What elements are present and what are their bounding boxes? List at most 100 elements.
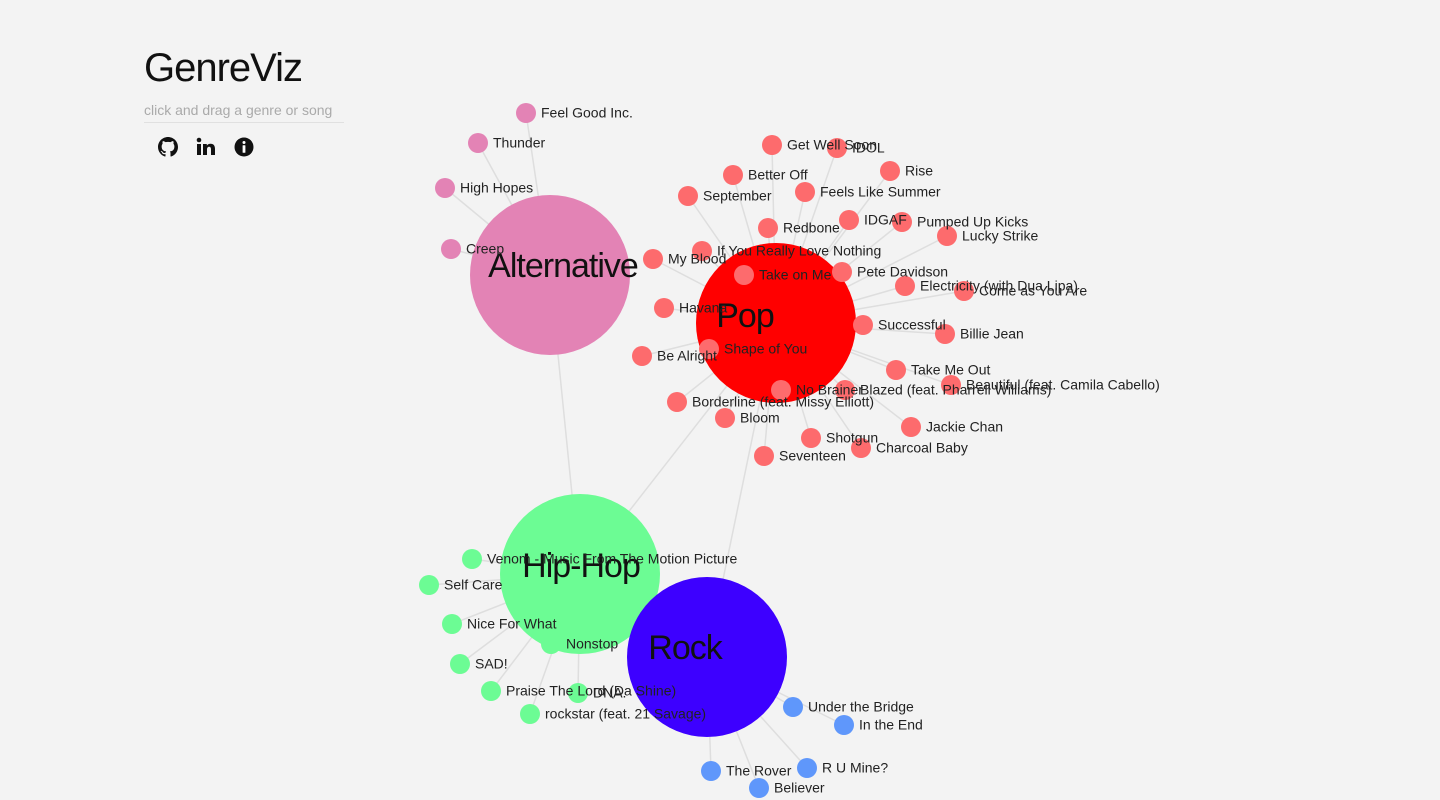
song-label-self-care: Self Care <box>444 577 503 593</box>
song-label-nonstop: Nonstop <box>566 636 618 652</box>
song-node-nice-for-what[interactable] <box>442 614 462 634</box>
song-label-idol: IDOL <box>852 140 885 156</box>
song-node-feel-good-inc[interactable] <box>516 103 536 123</box>
song-node-blazed-feat-pharrell-williams[interactable] <box>835 380 855 400</box>
genre-label-hip-hop: Hip-Hop <box>522 547 640 585</box>
song-node-electricity-with-dua-lipa[interactable] <box>895 276 915 296</box>
song-label-billie-jean: Billie Jean <box>960 326 1024 342</box>
song-label-rockstar-feat-21-savage: rockstar (feat. 21 Savage) <box>545 706 706 722</box>
song-node-jackie-chan[interactable] <box>901 417 921 437</box>
song-node-rise[interactable] <box>880 161 900 181</box>
song-node-shotgun[interactable] <box>801 428 821 448</box>
song-label-in-the-end: In the End <box>859 717 923 733</box>
song-label-dna: DNA. <box>593 685 626 701</box>
song-label-praise-the-lord-da-shine: Praise The Lord (Da Shine) <box>506 683 676 699</box>
song-node-lucky-strike[interactable] <box>937 226 957 246</box>
song-node-venom-music-from-the-motion-picture[interactable] <box>462 549 482 569</box>
song-node-if-you-really-love-nothing[interactable] <box>692 241 712 261</box>
genre-node-hip-hop[interactable] <box>500 494 660 654</box>
social-links <box>144 137 354 157</box>
song-label-september: September <box>703 188 772 204</box>
song-node-praise-the-lord-da-shine[interactable] <box>481 681 501 701</box>
song-label-take-on-me: Take on Me <box>759 267 832 283</box>
song-node-r-u-mine[interactable] <box>797 758 817 778</box>
song-label-lucky-strike: Lucky Strike <box>962 228 1038 244</box>
song-node-thunder[interactable] <box>468 133 488 153</box>
song-node-beautiful-feat-camila-cabello[interactable] <box>941 375 961 395</box>
song-label-pumped-up-kicks: Pumped Up Kicks <box>917 214 1028 230</box>
song-label-jackie-chan: Jackie Chan <box>926 419 1003 435</box>
song-node-charcoal-baby[interactable] <box>851 438 871 458</box>
nodes-layer <box>419 103 974 798</box>
song-label-blazed-feat-pharrell-williams: Blazed (feat. Pharrell Williams) <box>860 382 1051 398</box>
song-node-no-brainer[interactable] <box>771 380 791 400</box>
song-label-shotgun: Shotgun <box>826 430 878 446</box>
song-label-believer: Believer <box>774 780 825 796</box>
song-node-pumped-up-kicks[interactable] <box>892 212 912 232</box>
song-label-my-blood: My Blood <box>668 251 726 267</box>
song-label-feel-good-inc: Feel Good Inc. <box>541 105 633 121</box>
song-node-believer[interactable] <box>749 778 769 798</box>
song-node-my-blood[interactable] <box>643 249 663 269</box>
song-label-no-brainer: No Brainer <box>796 382 863 398</box>
song-node-under-the-bridge[interactable] <box>783 697 803 717</box>
song-label-pete-davidson: Pete Davidson <box>857 264 948 280</box>
song-label-havana: Havana <box>679 300 727 316</box>
genre-label-alternative: Alternative <box>488 247 638 285</box>
song-node-nonstop[interactable] <box>541 634 561 654</box>
song-node-the-rover[interactable] <box>701 761 721 781</box>
song-label-successful: Successful <box>878 317 946 333</box>
song-node-rockstar-feat-21-savage[interactable] <box>520 704 540 724</box>
song-node-redbone[interactable] <box>758 218 778 238</box>
song-node-in-the-end[interactable] <box>834 715 854 735</box>
song-label-shape-of-you: Shape of You <box>724 341 807 357</box>
song-node-self-care[interactable] <box>419 575 439 595</box>
song-node-be-alright[interactable] <box>632 346 652 366</box>
genre-node-rock[interactable] <box>627 577 787 737</box>
song-label-if-you-really-love-nothing: If You Really Love Nothing <box>717 243 881 259</box>
song-label-r-u-mine: R U Mine? <box>822 760 888 776</box>
song-label-bloom: Bloom <box>740 410 780 426</box>
genre-label-rock: Rock <box>648 629 723 667</box>
song-node-get-well-soon[interactable] <box>762 135 782 155</box>
song-node-better-off[interactable] <box>723 165 743 185</box>
song-node-creep[interactable] <box>441 239 461 259</box>
linkedin-icon[interactable] <box>196 137 216 157</box>
song-label-come-as-you-are: Come as You Are <box>979 283 1087 299</box>
song-label-feels-like-summer: Feels Like Summer <box>820 184 941 200</box>
song-node-borderline-feat-missy-elliott[interactable] <box>667 392 687 412</box>
song-node-successful[interactable] <box>853 315 873 335</box>
app-title: GenreViz <box>144 46 303 90</box>
song-node-idgaf[interactable] <box>839 210 859 230</box>
song-label-seventeen: Seventeen <box>779 448 846 464</box>
song-node-come-as-you-are[interactable] <box>954 281 974 301</box>
song-node-take-me-out[interactable] <box>886 360 906 380</box>
song-node-havana[interactable] <box>654 298 674 318</box>
song-node-september[interactable] <box>678 186 698 206</box>
song-label-sad: SAD! <box>475 656 508 672</box>
song-label-rise: Rise <box>905 163 933 179</box>
song-node-dna[interactable] <box>568 683 588 703</box>
song-node-take-on-me[interactable] <box>734 265 754 285</box>
github-icon[interactable] <box>158 137 178 157</box>
song-label-venom-music-from-the-motion-picture: Venom - Music From The Motion Picture <box>487 551 737 567</box>
song-node-bloom[interactable] <box>715 408 735 428</box>
song-node-billie-jean[interactable] <box>935 324 955 344</box>
song-node-pete-davidson[interactable] <box>832 262 852 282</box>
song-node-seventeen[interactable] <box>754 446 774 466</box>
info-icon[interactable] <box>234 137 254 157</box>
genre-node-alternative[interactable] <box>470 195 630 355</box>
song-label-creep: Creep <box>466 241 504 257</box>
song-node-sad[interactable] <box>450 654 470 674</box>
header: GenreViz click and drag a genre or song <box>144 44 354 157</box>
song-node-shape-of-you[interactable] <box>699 339 719 359</box>
genre-node-pop[interactable] <box>696 243 856 403</box>
song-node-high-hopes[interactable] <box>435 178 455 198</box>
song-node-feels-like-summer[interactable] <box>795 182 815 202</box>
song-label-charcoal-baby: Charcoal Baby <box>876 440 968 456</box>
song-label-take-me-out: Take Me Out <box>911 362 990 378</box>
song-node-idol[interactable] <box>827 138 847 158</box>
song-label-electricity-with-dua-lipa: Electricity (with Dua Lipa) <box>920 278 1078 294</box>
